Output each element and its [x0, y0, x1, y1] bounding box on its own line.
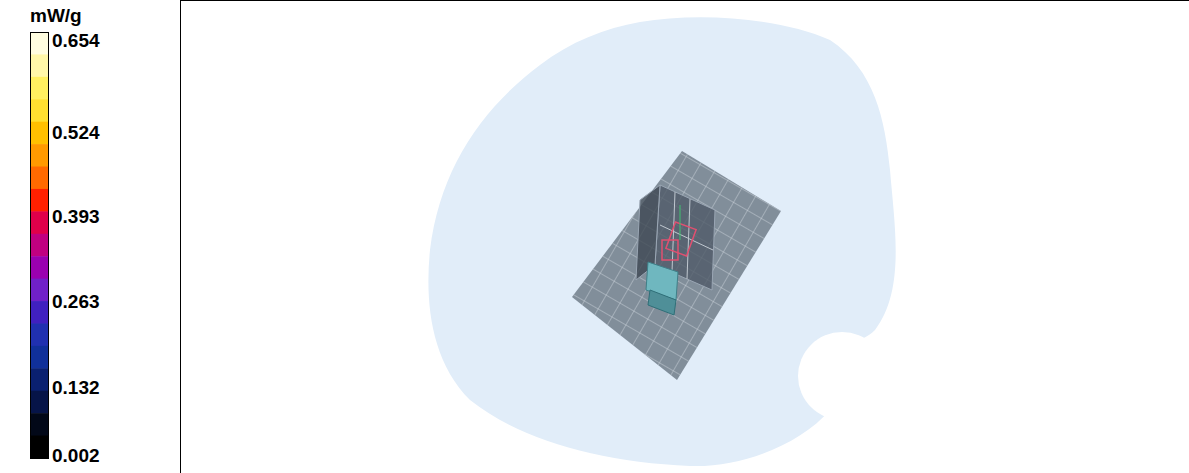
color-band: [30, 413, 49, 436]
phantom-outline: [428, 17, 895, 466]
scale-value: 0.132: [52, 378, 100, 397]
grid-lines: [572, 151, 781, 380]
color-bar-border: [31, 33, 49, 459]
scale-value: 0.393: [52, 207, 100, 226]
color-band: [30, 167, 49, 190]
scale-value: 0.263: [52, 292, 100, 311]
color-band: [30, 144, 49, 167]
frame-line: [180, 0, 1189, 1]
color-bar: [30, 32, 49, 459]
color-band: [30, 32, 49, 55]
color-band: [30, 77, 49, 100]
scale-value: 0.002: [52, 446, 100, 465]
color-band: [30, 211, 49, 234]
frame-line: [180, 0, 181, 473]
scale-value: 0.654: [52, 31, 100, 50]
color-band: [30, 122, 49, 145]
color-band: [30, 234, 49, 257]
unit-label: mW/g: [30, 6, 82, 25]
color-band: [30, 256, 49, 279]
measurement-grid: [572, 151, 781, 380]
color-band: [30, 436, 49, 459]
color-band: [30, 279, 49, 302]
scale-value: 0.524: [52, 123, 100, 142]
color-band: [30, 346, 49, 369]
device-model: [636, 185, 715, 315]
phantom-notch: [798, 332, 886, 420]
color-band: [30, 54, 49, 77]
color-band: [30, 368, 49, 391]
color-band: [30, 301, 49, 324]
color-band: [30, 99, 49, 122]
color-band: [30, 323, 49, 346]
color-band: [30, 391, 49, 414]
color-band: [30, 189, 49, 212]
